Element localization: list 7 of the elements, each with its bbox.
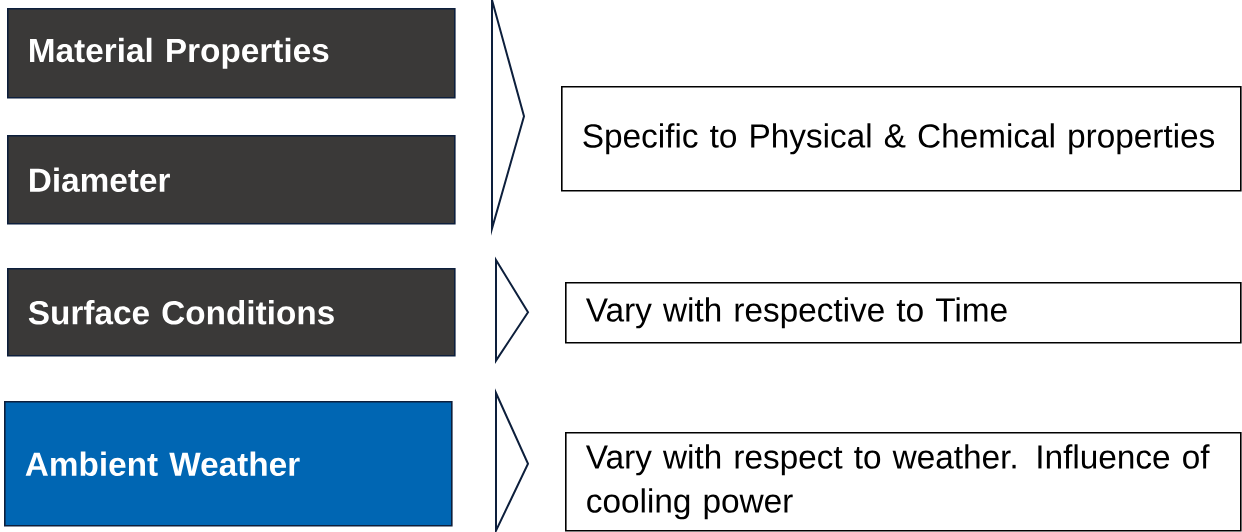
label-box: Material Properties <box>7 8 456 99</box>
description-box: Vary with respect to weather. Influence of cooling power <box>565 432 1242 532</box>
description-box: Specific to Physical & Chemical properties <box>561 86 1242 192</box>
label-box: Surface Conditions <box>7 268 456 357</box>
label-box: Diameter <box>7 135 456 225</box>
highlight-box: Ambient Weather <box>4 401 453 527</box>
description-box: Vary with respective to Time <box>565 282 1242 344</box>
